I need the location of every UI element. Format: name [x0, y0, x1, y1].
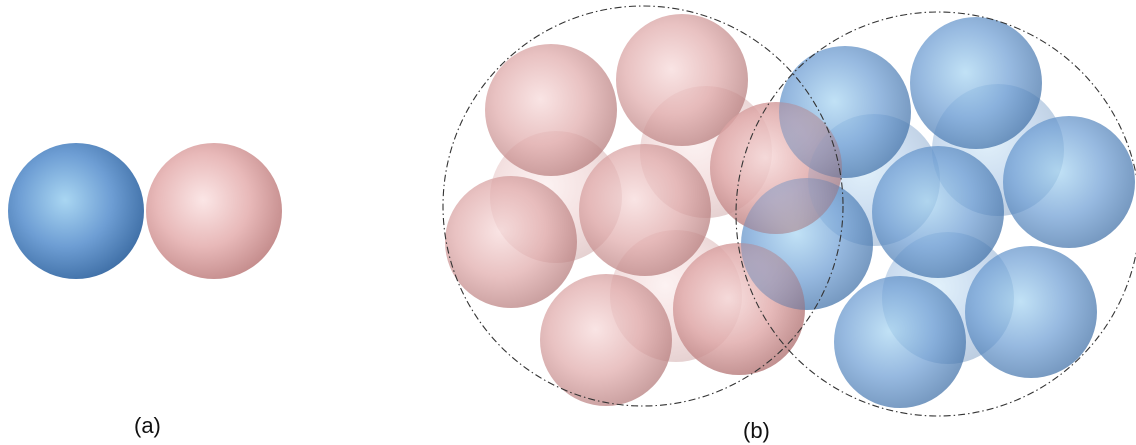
- pink-sphere: [579, 144, 711, 276]
- pink-sphere: [710, 102, 842, 234]
- blue-sphere: [8, 143, 144, 279]
- panel-b: [442, 5, 1136, 417]
- pink-sphere: [445, 176, 577, 308]
- blue-sphere: [1003, 116, 1135, 248]
- panel-a: [8, 143, 282, 279]
- blue-sphere: [834, 276, 966, 408]
- blue-cluster-boundary: [735, 11, 1136, 417]
- panel-a-label: (a): [134, 413, 161, 438]
- pink-sphere: [540, 274, 672, 406]
- blue-sphere: [872, 146, 1004, 278]
- blue-sphere: [910, 17, 1042, 149]
- pink-sphere: [616, 14, 748, 146]
- panel-b-label: (b): [743, 418, 770, 443]
- pink-sphere: [485, 44, 617, 176]
- pink-cluster-boundary: [442, 5, 844, 407]
- pink-sphere: [146, 143, 282, 279]
- pink-sphere: [673, 243, 805, 375]
- blue-sphere: [965, 246, 1097, 378]
